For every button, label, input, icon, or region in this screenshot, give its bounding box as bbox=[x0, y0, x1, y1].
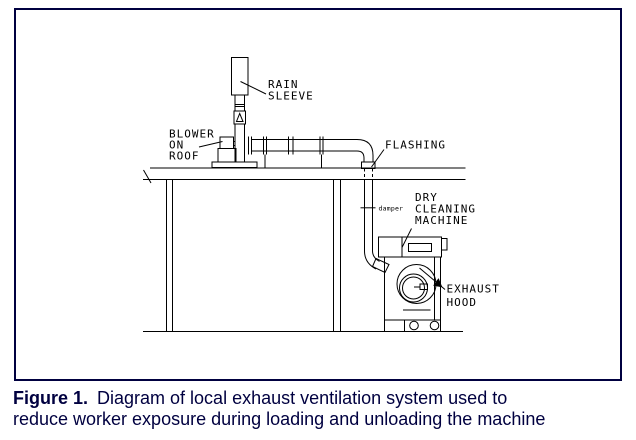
exhaust-hood-label: EXHAUST bbox=[447, 283, 500, 296]
blower-label: BLOWER bbox=[169, 128, 215, 141]
machine-body bbox=[385, 257, 441, 320]
flashing-leader bbox=[372, 150, 385, 168]
caster-wheel bbox=[430, 321, 439, 330]
blower-label: ON bbox=[169, 139, 184, 152]
machine-label: CLEANING bbox=[415, 203, 476, 216]
flashing-label: FLASHING bbox=[385, 139, 446, 152]
diagram-labels: RAIN SLEEVE BLOWER ON ROOF FLASHING damp… bbox=[169, 78, 500, 309]
roof-eave bbox=[144, 170, 152, 183]
rain-sleeve-label: RAIN bbox=[268, 78, 299, 91]
duct-elbow bbox=[357, 140, 373, 163]
duct-machine-connector bbox=[373, 259, 390, 273]
machine-control-panel bbox=[409, 244, 432, 252]
rain-sleeve-shape bbox=[232, 58, 249, 96]
stack-and-blower-assembly bbox=[212, 58, 257, 168]
figure-caption: Figure 1. Diagram of local exhaust ventil… bbox=[13, 388, 625, 429]
diagram-border-box bbox=[14, 8, 622, 381]
machine-label: MACHINE bbox=[415, 214, 468, 227]
backdraft-damper-shape bbox=[234, 111, 246, 124]
machine-label: DRY bbox=[415, 191, 438, 204]
machine-base bbox=[385, 320, 441, 332]
damper-label: damper bbox=[379, 205, 404, 213]
caption-line1: Diagram of local exhaust ventilation sys… bbox=[97, 388, 508, 408]
machine-top-section bbox=[379, 237, 442, 257]
exhaust-hood-label: HOOD bbox=[447, 296, 478, 309]
blower-label: ROOF bbox=[169, 150, 200, 163]
machine-leader bbox=[402, 229, 412, 248]
rain-sleeve-leader bbox=[241, 82, 267, 95]
rain-sleeve-label: SLEEVE bbox=[268, 90, 314, 103]
leader-arrowhead bbox=[434, 279, 443, 288]
figure-number: Figure 1. bbox=[13, 388, 89, 408]
machine-door bbox=[400, 274, 428, 302]
horizontal-duct-run bbox=[249, 137, 376, 182]
caption-line2: reduce worker exposure during loading an… bbox=[13, 408, 546, 429]
caster-wheel bbox=[410, 321, 419, 330]
blower-shape bbox=[220, 137, 234, 149]
leader-lines bbox=[199, 82, 445, 290]
blower-leader bbox=[199, 142, 223, 148]
blower-base-plate bbox=[212, 162, 257, 168]
roof-and-structure bbox=[143, 168, 466, 332]
